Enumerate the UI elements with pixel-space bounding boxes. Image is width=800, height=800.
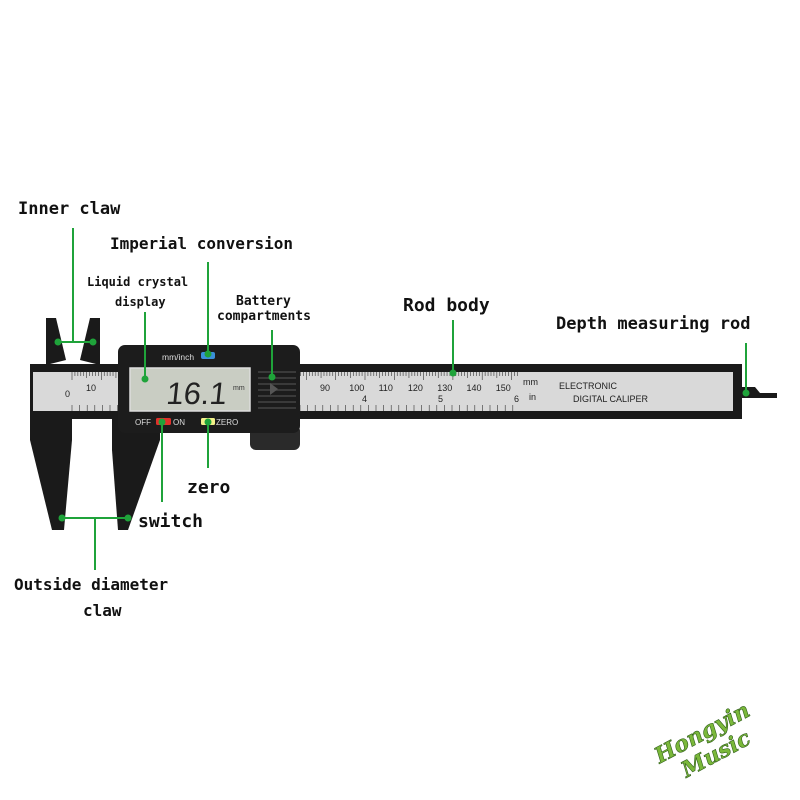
scale-mm-label: 150 — [496, 383, 511, 393]
scale-inch-label: 6 — [514, 394, 519, 404]
label-inner-claw: Inner claw — [18, 199, 121, 219]
label-lcd-line2: display — [115, 295, 166, 309]
label-lcd-line1: Liquid crystal — [87, 275, 189, 289]
scale-mm-label: 90 — [320, 383, 330, 393]
brand-line1: ELECTRONIC — [559, 381, 618, 391]
lcd-unit: mm — [233, 385, 245, 392]
scale-mm-label: 110 — [379, 383, 393, 393]
label-battery-line2: compartments — [217, 309, 311, 324]
battery-compartment[interactable] — [258, 371, 296, 409]
scale-mm-label: 130 — [437, 383, 452, 393]
hongyin-music-logo: Hongyin Music — [649, 697, 756, 784]
outside-claw — [30, 415, 160, 530]
zero-label: ZERO — [216, 418, 238, 427]
callout-lines — [54, 228, 750, 570]
label-imperial-conversion: Imperial conversion — [110, 234, 294, 253]
scale-label: 0 — [65, 389, 70, 399]
unit-button-label: mm/inch — [162, 352, 194, 362]
scale-label: 10 — [86, 383, 96, 393]
scale-mm-label: 100 — [349, 383, 364, 393]
mm-label: mm — [523, 377, 538, 387]
label-battery-line1: Battery — [236, 294, 291, 309]
in-label: in — [529, 392, 536, 402]
scale-mm-label: 120 — [408, 383, 423, 393]
scale-inch-label: 4 — [362, 394, 367, 404]
label-depth-rod: Depth measuring rod — [556, 314, 751, 334]
label-outside-line1: Outside diameter — [14, 575, 169, 594]
label-switch: switch — [138, 511, 204, 532]
scale-inch-label: 5 — [438, 394, 443, 404]
lcd-reading: 16.1 — [165, 376, 229, 411]
on-label: ON — [173, 418, 185, 427]
brand-line2: DIGITAL CALIPER — [573, 394, 649, 404]
depth-rod — [733, 387, 777, 398]
lcd-screen — [129, 367, 251, 412]
label-outside-line2: claw — [83, 601, 122, 620]
scale-mm-label: 140 — [467, 383, 482, 393]
label-zero: zero — [187, 477, 231, 498]
label-rod-body: Rod body — [403, 295, 490, 316]
off-label: OFF — [135, 418, 151, 427]
